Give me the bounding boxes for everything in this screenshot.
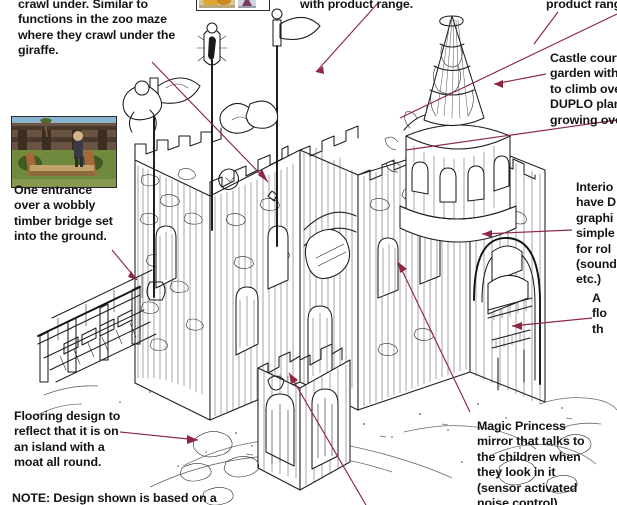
annotation-flooring-design: Flooring design to reflect that it is on… bbox=[14, 409, 121, 470]
crawl-under-creature bbox=[122, 80, 163, 133]
leader-castle-courtyard-2 bbox=[405, 119, 617, 151]
moat-rocks bbox=[179, 431, 592, 505]
castle-terrace bbox=[299, 125, 359, 411]
leader-interior-graphics bbox=[481, 229, 573, 235]
annotation-castle-courtyard: Castle court garden with to climb ove DU… bbox=[550, 51, 617, 127]
annotation-magic-princess-mirror: Magic Princess mirror that talks to the … bbox=[477, 419, 585, 505]
castle-gate-block bbox=[257, 343, 351, 491]
annotation-note-footer: NOTE: Design shown is based on a bbox=[12, 491, 217, 505]
annotation-product-range-left: with product range. bbox=[300, 0, 414, 11]
leader-crawl-under bbox=[151, 61, 269, 183]
annotation-upper-floor: A flo th bbox=[592, 291, 607, 336]
leader-upper-floor bbox=[511, 317, 593, 327]
annotation-product-range-right: product rang bbox=[546, 0, 617, 11]
leader-right-diagonal bbox=[399, 13, 617, 119]
annotation-one-entrance: One entrance over a wobbly timber bridge… bbox=[14, 183, 113, 244]
leader-flooring bbox=[119, 431, 199, 441]
leader-product-range-left bbox=[315, 2, 379, 73]
leader-lines bbox=[111, 2, 617, 505]
annotation-interior-graphics: Interio have D graphi simple for rol (so… bbox=[576, 180, 617, 287]
leader-product-range-right bbox=[533, 11, 559, 45]
castle-conical-tower bbox=[399, 15, 517, 243]
photo-timber-bridge bbox=[11, 116, 117, 188]
leader-gate bbox=[288, 372, 367, 505]
flag-poles bbox=[146, 8, 321, 301]
leader-magic-mirror bbox=[397, 261, 471, 413]
annotation-crawl-under: crawl under. Similar to functions in the… bbox=[18, 0, 176, 58]
photo-top-strip bbox=[196, 0, 270, 11]
battlement-decoration bbox=[219, 100, 279, 134]
